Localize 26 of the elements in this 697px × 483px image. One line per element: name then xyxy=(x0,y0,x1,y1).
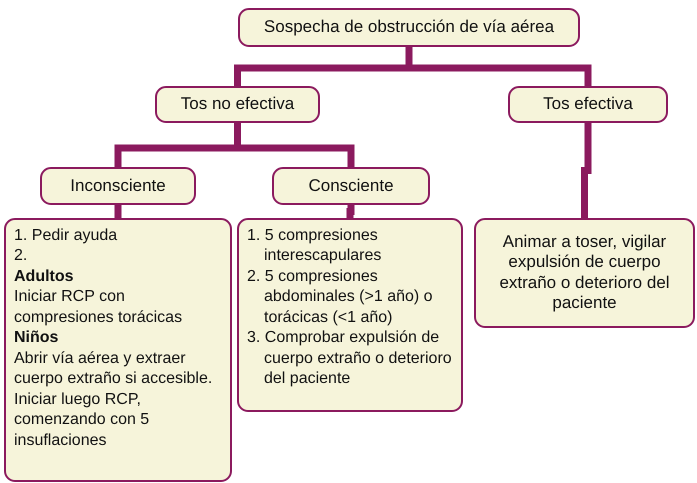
branch-box xyxy=(155,86,320,123)
node-text: Iniciar RCP con compresiones torácicas xyxy=(14,287,184,328)
node-text: 1. 5 compresiones interescapulares xyxy=(247,226,382,266)
node-text: Consciente xyxy=(307,176,395,196)
section-heading: Niños xyxy=(14,328,60,348)
start-box xyxy=(238,8,580,47)
node-text: 1. Pedir ayuda xyxy=(14,226,118,246)
branch-box xyxy=(272,167,430,205)
action-box xyxy=(474,218,695,328)
section-heading: Adultos xyxy=(14,266,75,287)
node-text: Inconsciente xyxy=(69,176,167,196)
connector-line xyxy=(346,205,354,218)
branch-box xyxy=(508,86,668,123)
node-text: Abrir vía aérea y extraer cuerpo extraño si accesible. Iniciar luego RCP, comenzando con 5 insuflaciones xyxy=(14,348,214,451)
connector-line xyxy=(581,123,592,218)
node-text: Tos efectiva xyxy=(542,94,634,115)
action-box xyxy=(4,218,232,482)
node-text: 3. Comprobar expulsión de cuerpo extraño o deterioro del paciente xyxy=(247,328,453,390)
node-text: 2. 5 compresiones abdominales (>1 año) o torácicas (<1 año) xyxy=(247,266,434,328)
branch-box xyxy=(40,167,196,205)
node-text: Tos no efectiva xyxy=(180,94,296,115)
connector-line xyxy=(114,205,122,218)
node-text: Animar a toser, vigilar expulsión de cuerpo extraño o deterioro del paciente xyxy=(498,232,671,314)
node-text: 2. xyxy=(14,246,28,266)
node-text: Sospecha de obstrucción de vía aérea xyxy=(262,17,556,38)
action-box xyxy=(237,218,463,412)
